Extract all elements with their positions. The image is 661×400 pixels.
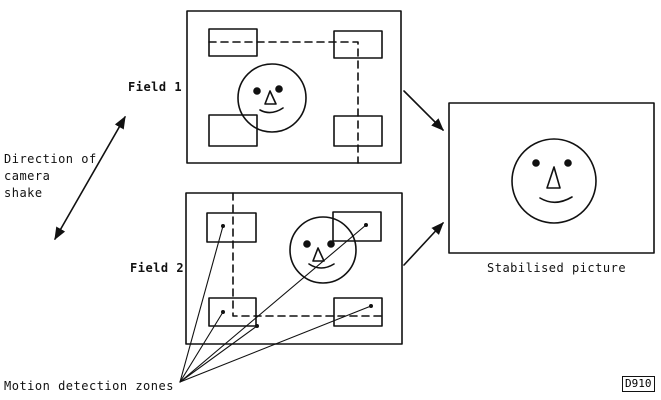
field-2-border	[185, 192, 403, 345]
field-1-face	[237, 63, 307, 133]
camera-shake-label-line-2: camera	[4, 169, 51, 183]
stabilised-picture-frame	[448, 102, 655, 254]
field-2-face	[289, 216, 357, 284]
stabilised-picture-label: Stabilised picture	[487, 261, 627, 275]
field-2-crop-outline	[232, 192, 383, 317]
figure-code: D910	[622, 376, 655, 392]
field-2-zone-top-left	[206, 212, 257, 243]
field-2-to-stabilised-arrow	[403, 222, 444, 266]
field-1-crop-outline	[208, 41, 359, 164]
stabilised-face	[511, 138, 597, 224]
field-1-zone-top-right	[333, 30, 383, 59]
field-1-zone-bottom-left	[208, 114, 258, 147]
stabilised-border	[448, 102, 655, 254]
camera-shake-label-line-3: shake	[4, 186, 43, 200]
motion-detection-zones-label: Motion detection zones	[4, 379, 174, 393]
camera-shake-label: Direction of camera shake	[4, 151, 97, 202]
motion-zone-leader-lines	[179, 223, 373, 383]
field-1-to-stabilised-arrow	[403, 90, 444, 131]
field-1-label: Field 1	[128, 80, 183, 94]
field-2-zone-bottom-right	[333, 297, 383, 327]
camera-shake-label-line-1: Direction of	[4, 152, 97, 166]
field-2-zone-top-right	[332, 211, 382, 242]
field-2-frame	[185, 192, 403, 345]
field-2-zone-bottom-left	[208, 297, 257, 327]
field-1-frame	[186, 10, 402, 164]
camera-shake-double-arrow	[54, 115, 126, 241]
field-2-label: Field 2	[130, 261, 185, 275]
field-1-border	[186, 10, 402, 164]
